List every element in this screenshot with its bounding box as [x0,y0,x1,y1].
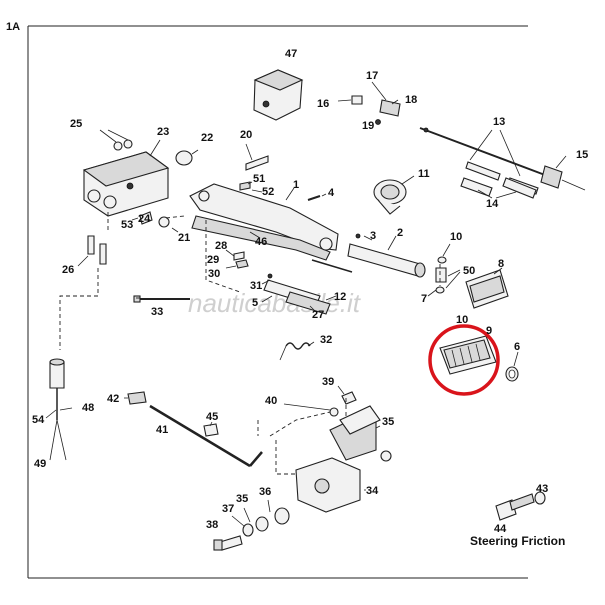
callout-25: 25 [70,118,82,130]
callout-19: 19 [362,120,374,132]
assembly-dash-lines [59,212,441,475]
callout-45: 45 [206,411,218,423]
callout-50: 50 [463,265,475,277]
part-24-21-fasteners [131,211,179,233]
figure-label: 1A [6,21,20,33]
part-23-bracket-block [82,129,170,217]
callout-5: 5 [252,297,258,309]
callout-43: 43 [536,483,548,495]
part-32-spring [279,341,315,361]
part-12-linkage [261,259,353,315]
callout-54: 54 [32,414,45,426]
callout-53: 53 [121,219,133,231]
part-22-washer [175,149,199,166]
callout-11: 11 [418,168,430,180]
part-8-grip [465,267,509,309]
part-28-30-hardware [225,249,249,269]
part-45-bushing [203,421,219,437]
callout-47: 47 [285,48,297,60]
steering-friction-caption: Steering Friction [470,534,565,548]
part-1-steering-arm [189,183,339,261]
callout-15: 15 [576,149,588,161]
part-6-ring [505,351,519,382]
part-9-grip-highlighted [428,324,500,396]
part-14-sleeves [460,177,537,199]
part-41-rod [124,391,263,468]
callout-1: 1 [293,179,299,191]
callout-39: 39 [322,376,334,388]
part-20-bolt [245,143,269,171]
callout-7: 7 [421,293,427,305]
part-40-washer [283,403,339,417]
callout-35-upper: 35 [382,416,394,428]
part-34-friction-lever [295,405,392,513]
callout-30: 30 [208,268,220,280]
part-47-cover [253,69,304,121]
callout-37: 37 [222,503,234,515]
callout-31: 31 [250,280,262,292]
callout-51: 51 [253,173,265,185]
callout-32: 32 [320,334,332,346]
callout-17: 17 [366,70,378,82]
callout-40: 40 [265,395,277,407]
callout-44: 44 [494,523,507,535]
callout-3: 3 [370,230,376,242]
callout-52: 52 [262,186,274,198]
callout-4: 4 [328,187,335,199]
part-39-nut [337,385,357,405]
callout-16: 16 [317,98,329,110]
part-11-clamp [373,175,415,215]
callout-41: 41 [156,424,168,436]
callout-9: 9 [486,325,492,337]
callout-24: 24 [138,213,151,225]
part-26-bolts [77,235,107,267]
callout-10-bottom: 10 [456,314,468,326]
callout-2: 2 [397,227,403,239]
part-10-50-7-pins [427,243,461,297]
callout-13: 13 [493,116,505,128]
callout-33: 33 [151,306,163,318]
part-15-cable-end [540,155,586,191]
callout-8: 8 [498,258,504,270]
leader-46 [249,231,261,239]
callout-38: 38 [206,519,218,531]
part-51-52-clips [239,181,263,193]
callout-12: 12 [334,291,346,303]
callout-34: 34 [366,485,379,497]
callout-23: 23 [157,126,169,138]
part-2-tube [347,233,426,278]
diagram-frame [27,25,528,579]
callout-6: 6 [514,341,520,353]
part-43-44-friction-bolt [495,486,546,521]
callout-18: 18 [405,94,417,106]
callout-22: 22 [201,132,213,144]
callout-labels: 47 17 16 18 19 13 15 25 23 22 20 11 51 5… [32,48,588,535]
part-16-bracket [337,81,401,125]
callout-26: 26 [62,264,74,276]
callout-10-top: 10 [450,231,462,243]
callout-20: 20 [240,129,252,141]
callout-35-lower: 35 [236,493,248,505]
callout-21: 21 [178,232,190,244]
part-4-pin [307,193,327,201]
callout-29: 29 [207,254,219,266]
callout-14: 14 [486,198,499,210]
part-33-long-bolt [133,295,190,303]
highlight-circle [428,324,500,396]
callout-42: 42 [107,393,119,405]
callout-27: 27 [312,309,324,321]
callout-46: 46 [255,236,267,248]
part-35-38-stack [213,499,290,551]
callout-48: 48 [82,402,94,414]
callout-36: 36 [259,486,271,498]
callout-28: 28 [215,240,227,252]
callout-49: 49 [34,458,46,470]
part-54-cable-assembly [45,358,73,461]
